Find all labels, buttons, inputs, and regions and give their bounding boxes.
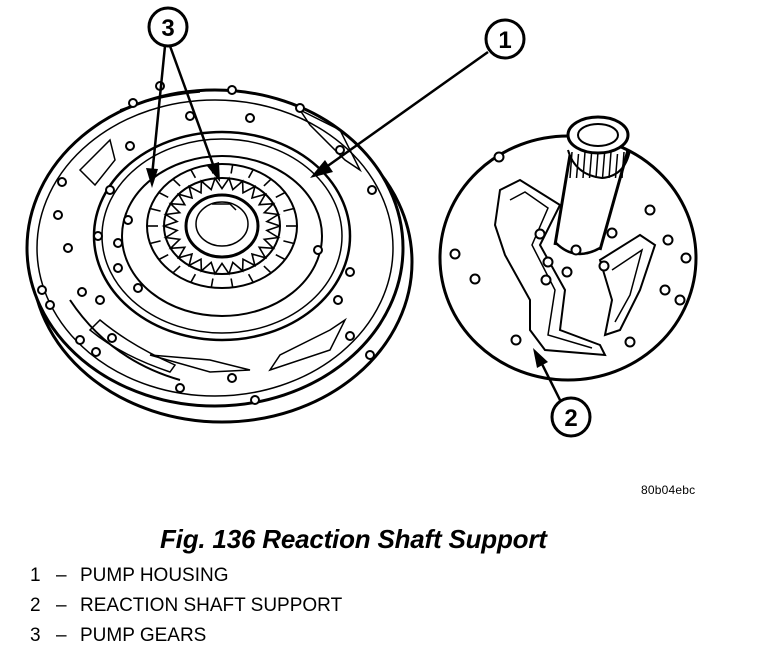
pump-housing-drawing	[25, 88, 414, 424]
legend-list: 1–PUMP HOUSING 2–REACTION SHAFT SUPPORT …	[30, 565, 342, 655]
figure-caption: Fig. 136 Reaction Shaft Support	[160, 524, 547, 554]
support-bolt-holes	[449, 151, 692, 348]
legend-item: 2–REACTION SHAFT SUPPORT	[30, 595, 342, 625]
figure-code: 80b04ebc	[641, 483, 696, 497]
shaft-splines	[569, 151, 625, 179]
callout-1-label: 1	[498, 27, 511, 54]
legend-number: 3	[30, 625, 41, 646]
legend-label: REACTION SHAFT SUPPORT	[80, 595, 343, 616]
callout-3-label: 3	[161, 15, 174, 42]
inner-gear-teeth	[161, 176, 281, 276]
legend-separator: –	[56, 595, 67, 616]
legend-separator: –	[56, 625, 67, 646]
legend-label: PUMP HOUSING	[80, 565, 229, 586]
legend-separator: –	[56, 565, 67, 586]
legend-number: 2	[30, 595, 41, 616]
callout-1: 1	[310, 18, 526, 178]
technical-illustration: 3 1 2	[25, 6, 698, 438]
reaction-shaft-support-drawing	[438, 115, 698, 382]
legend-label: PUMP GEARS	[80, 625, 207, 646]
legend-item: 3–PUMP GEARS	[30, 625, 342, 655]
callout-2: 2	[533, 348, 592, 438]
callout-3: 3	[146, 6, 220, 188]
legend-number: 1	[30, 565, 41, 586]
callout-2-label: 2	[564, 405, 577, 432]
legend-item: 1–PUMP HOUSING	[30, 565, 342, 595]
